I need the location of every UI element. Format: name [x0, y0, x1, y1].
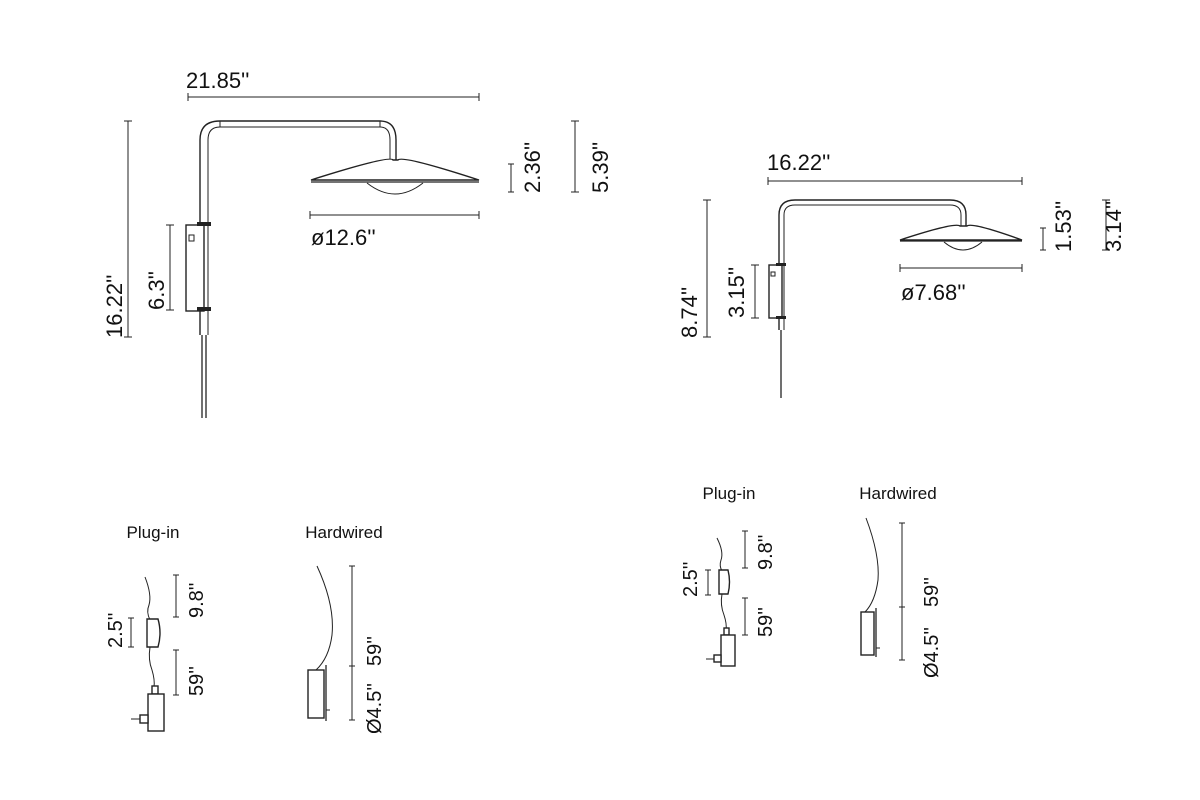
shade-height-dimension: 2.36'' [508, 142, 545, 193]
shade-diameter-label: ø7.68'' [901, 280, 966, 305]
arm-width-label: 21.85'' [186, 68, 249, 93]
shade-diameter-dimension: ø12.6'' [309, 211, 480, 250]
total-height-label: 16.22'' [102, 275, 127, 338]
total-height-dimension: 8.74'' [677, 199, 711, 338]
hardwired-label: Hardwired [305, 523, 382, 542]
large-hardwired-option: Hardwired 59'' Ø4.5'' [305, 523, 386, 734]
small-lamp-drawing [768, 199, 1023, 398]
cord-label: 59'' [364, 636, 386, 666]
head-height-label: 3.14'' [1101, 201, 1126, 252]
head-height-label: 5.39'' [588, 142, 613, 193]
shade-height-dimension: 1.53'' [1040, 201, 1076, 252]
shade-height-label: 1.53'' [1051, 201, 1076, 252]
plugin-label: Plug-in [127, 523, 180, 542]
small-plugin-option: Plug-in 2.5'' 9.8'' 59'' [680, 484, 777, 667]
canopy-label: Ø4.5'' [921, 627, 943, 678]
upper-cord-label: 9.8'' [755, 535, 777, 570]
bracket-height-label: 3.15'' [724, 267, 749, 318]
bracket-height-dimension: 3.15'' [724, 264, 759, 319]
head-height-dimension: 5.39'' [571, 120, 613, 193]
shade-diameter-label: ø12.6'' [311, 225, 376, 250]
switch-height-label: 2.5'' [105, 613, 127, 648]
shade-height-label: 2.36'' [520, 142, 545, 193]
small-lamp: 16.22'' 8.74'' 3.15'' 1.53'' 3.14'' ø7.6… [677, 150, 1126, 398]
shade-diameter-dimension: ø7.68'' [899, 264, 1023, 305]
upper-cord-label: 9.8'' [186, 583, 208, 618]
arm-width-dimension: 16.22'' [767, 150, 1023, 185]
large-lamp-drawing [185, 120, 480, 418]
plugin-label: Plug-in [703, 484, 756, 503]
large-plugin-option: Plug-in 2.5'' 9.8'' 59'' [105, 523, 208, 732]
arm-width-label: 16.22'' [767, 150, 830, 175]
lower-cord-label: 59'' [186, 666, 208, 696]
hardwired-label: Hardwired [859, 484, 936, 503]
head-height-dimension: 3.14'' [1101, 199, 1126, 252]
lower-cord-label: 59'' [755, 607, 777, 637]
small-hardwired-option: Hardwired 59'' Ø4.5'' [859, 484, 943, 678]
canopy-label: Ø4.5'' [364, 683, 386, 734]
bracket-height-dimension: 6.3'' [144, 224, 174, 311]
arm-width-dimension: 21.85'' [186, 68, 480, 101]
cord-label: 59'' [921, 577, 943, 607]
large-lamp: 21.85'' 16.22'' 6.3'' 2.36'' 5.39'' ø12.… [102, 68, 613, 418]
switch-height-label: 2.5'' [680, 562, 702, 597]
total-height-label: 8.74'' [677, 287, 702, 338]
total-height-dimension: 16.22'' [102, 120, 132, 338]
bracket-height-label: 6.3'' [144, 271, 169, 310]
